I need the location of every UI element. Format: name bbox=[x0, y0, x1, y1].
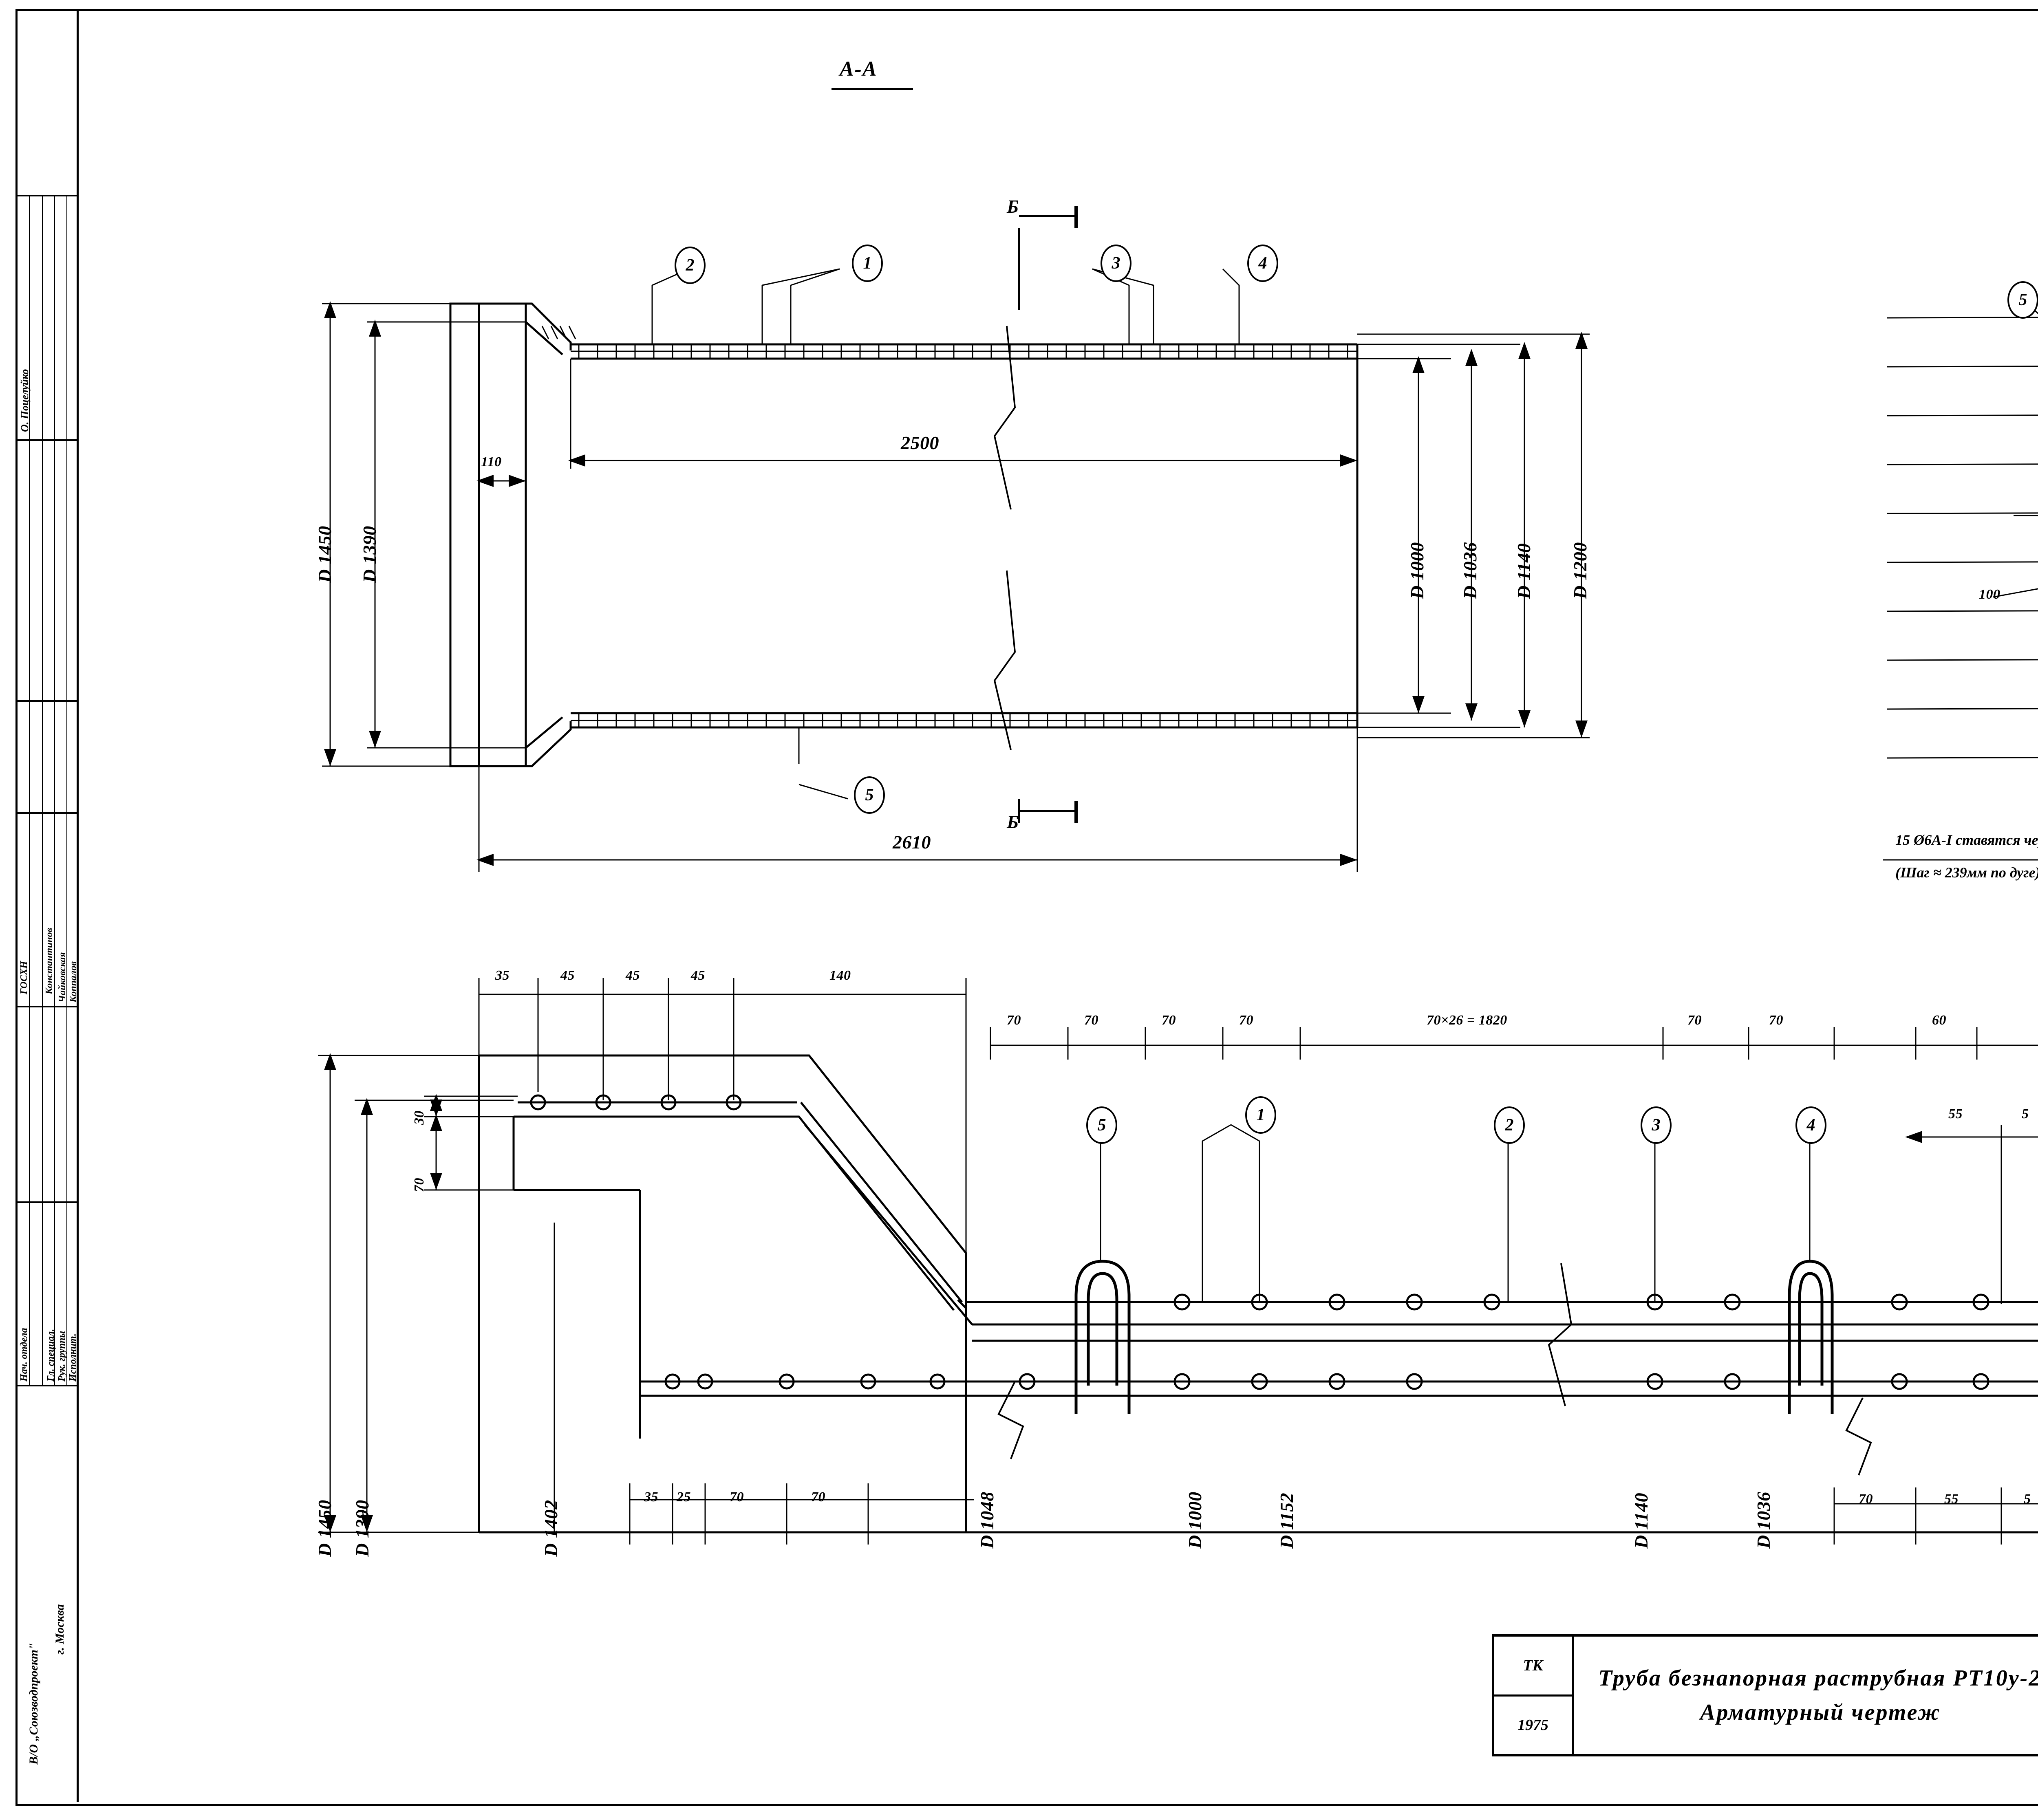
dim-plan-bottom-70b: 70 bbox=[811, 1489, 825, 1505]
balloon-aa-3[interactable]: 3 bbox=[1101, 245, 1131, 282]
dim-plan-45b: 45 bbox=[626, 968, 640, 983]
dim-plan-pitch-70f: 70 bbox=[1769, 1013, 1783, 1028]
dim-plan-bottom-25: 25 bbox=[677, 1489, 691, 1505]
title-block-left: ТК 1975 bbox=[1494, 1637, 1574, 1754]
dim-aa-total-2610: 2610 bbox=[893, 832, 931, 853]
dim-aa-d1390: D 1390 bbox=[359, 526, 380, 583]
dim-plan-pitch-70c: 70 bbox=[1162, 1013, 1176, 1028]
note-bb-bottom-line2: (Шаг ≈ 239мм по дуге) bbox=[1895, 864, 2038, 881]
dim-plan-br-70: 70 bbox=[1859, 1492, 1873, 1507]
dim-bb-cover-100-left: 100 bbox=[1979, 587, 2001, 602]
dim-plan-d1450: D 1450 bbox=[314, 1500, 335, 1557]
sheet-left-column bbox=[15, 9, 79, 1802]
dim-plan-d1048: D 1048 bbox=[977, 1492, 997, 1549]
dim-aa-wall-110: 110 bbox=[481, 454, 502, 469]
title-block: ТК 1975 Труба безнапорная раструбная РТ1… bbox=[1492, 1634, 2038, 1756]
dim-aa-length-2500: 2500 bbox=[901, 432, 939, 453]
sheet-frame bbox=[15, 9, 2038, 1806]
dim-plan-pitch-70b: 70 bbox=[1084, 1013, 1098, 1028]
title-block-year: 1975 bbox=[1517, 1716, 1548, 1734]
title-block-code: ТК bbox=[1494, 1637, 1572, 1697]
note-bb-bottom-line1: 15 Ø6А-I ставятся через 24° bbox=[1895, 832, 2038, 848]
dim-aa-d1200: D 1200 bbox=[1570, 542, 1590, 599]
dim-plan-d1402: D 1402 bbox=[540, 1500, 561, 1557]
dim-plan-pitch-70e: 70 bbox=[1687, 1013, 1702, 1028]
dim-aa-d1000: D 1000 bbox=[1407, 542, 1427, 599]
title-block-line2: Арматурный чертеж bbox=[1700, 1700, 1941, 1725]
dim-plan-d1152: D 1152 bbox=[1276, 1492, 1297, 1549]
dim-plan-d1000: D 1000 bbox=[1184, 1492, 1205, 1549]
title-block-line1: Труба безнапорная раструбная РТ10у-25 bbox=[1598, 1666, 2038, 1691]
title-block-main: Труба безнапорная раструбная РТ10у-25 Ар… bbox=[1574, 1637, 2038, 1754]
dim-aa-d1036: D 1036 bbox=[1460, 542, 1480, 599]
balloon-aa-2[interactable]: 2 bbox=[675, 247, 706, 284]
section-aa-title: А-А bbox=[840, 57, 878, 81]
dim-plan-d1390: D 1390 bbox=[352, 1500, 373, 1557]
dim-plan-pitch-70d: 70 bbox=[1239, 1013, 1253, 1028]
balloon-bb-5[interactable]: 5 bbox=[2007, 281, 2038, 319]
dim-plan-bottom-70a: 70 bbox=[730, 1489, 744, 1505]
balloon-aa-1[interactable]: 1 bbox=[852, 245, 883, 282]
dim-plan-45c: 45 bbox=[691, 968, 705, 983]
dim-plan-35a: 35 bbox=[495, 968, 510, 983]
dim-plan-pitch-60: 60 bbox=[1932, 1013, 1946, 1028]
balloon-aa-5[interactable]: 5 bbox=[854, 776, 885, 814]
balloon-plan-2[interactable]: 2 bbox=[1494, 1106, 1525, 1144]
dim-plan-140: 140 bbox=[829, 968, 851, 983]
balloon-plan-3[interactable]: 3 bbox=[1641, 1106, 1672, 1144]
cut-mark-b-top: Б bbox=[1007, 196, 1019, 217]
dim-plan-pitch-70a: 70 bbox=[1007, 1013, 1021, 1028]
balloon-plan-5[interactable]: 5 bbox=[1086, 1106, 1117, 1144]
section-aa-title-underline bbox=[832, 88, 913, 90]
dim-plan-br-55: 55 bbox=[1944, 1492, 1959, 1507]
dim-plan-br-5: 5 bbox=[2024, 1492, 2031, 1507]
balloon-plan-4[interactable]: 4 bbox=[1795, 1106, 1826, 1144]
dim-plan-45a: 45 bbox=[560, 968, 575, 983]
dim-plan-bottom-35: 35 bbox=[644, 1489, 658, 1505]
balloon-aa-4[interactable]: 4 bbox=[1247, 245, 1278, 282]
dim-plan-right-55: 55 bbox=[1948, 1106, 1963, 1122]
cut-mark-b-bottom: Б bbox=[1007, 811, 1019, 832]
dim-plan-left-30: 30 bbox=[412, 1111, 427, 1125]
dim-aa-d1450: D 1450 bbox=[314, 526, 335, 583]
dim-plan-left-70: 70 bbox=[412, 1178, 427, 1192]
dim-plan-d1036: D 1036 bbox=[1753, 1492, 1774, 1549]
dim-plan-pitch-total: 70×26 = 1820 bbox=[1427, 1013, 1507, 1028]
dim-plan-d1140: D 1140 bbox=[1631, 1492, 1652, 1549]
dim-aa-d1140: D 1140 bbox=[1513, 543, 1534, 599]
dim-plan-right-5: 5 bbox=[2022, 1106, 2029, 1122]
balloon-plan-1[interactable]: 1 bbox=[1245, 1096, 1276, 1134]
